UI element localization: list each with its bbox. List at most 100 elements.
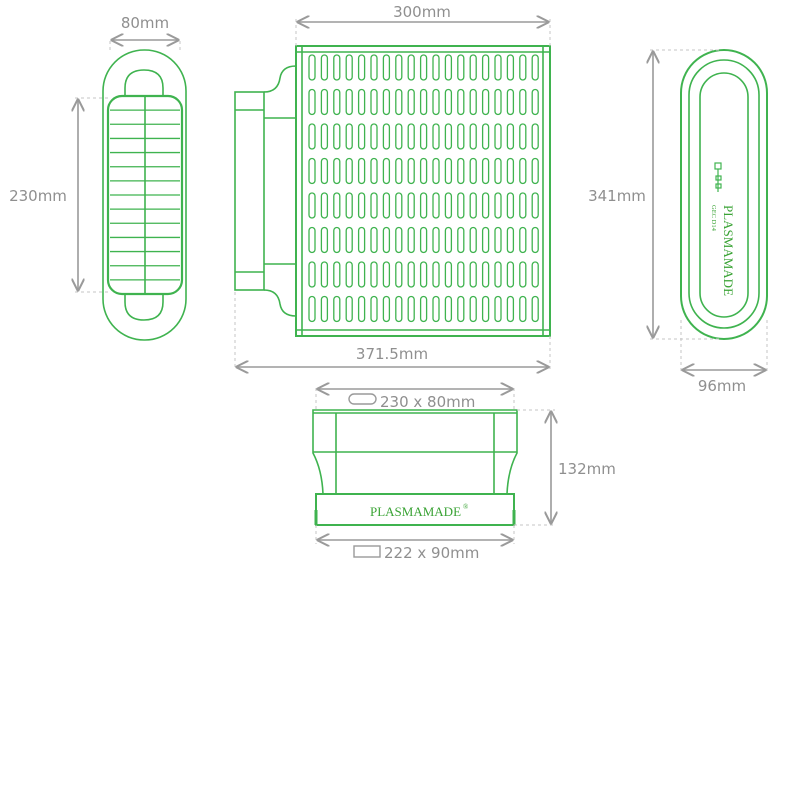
slot [357,54,366,81]
slot [481,123,490,150]
slot [481,226,490,254]
slot [444,295,453,323]
slot [457,295,465,323]
slot [333,157,341,185]
slot [519,226,527,254]
slot [494,157,502,185]
top-view [312,409,518,526]
slot [519,157,527,185]
slot [308,226,316,254]
slot [395,123,403,150]
slot [432,192,440,219]
slot [382,157,391,185]
slot [382,54,391,81]
slot [370,157,378,185]
slot [370,295,378,323]
slot [444,192,453,219]
side-view-branding: PLASMAMADE GEC D14 [710,205,736,296]
end-view-bottom-arch [124,294,164,321]
slot [357,226,366,254]
slot [370,54,378,81]
slot [494,54,502,81]
front-view-body [295,45,551,337]
slot [419,226,428,254]
slot [457,88,465,116]
slot [345,54,353,81]
slot [407,157,415,185]
slot [494,88,502,116]
slot [407,226,415,254]
slot [370,261,378,288]
slot [506,123,515,150]
slot [432,54,440,81]
slot [308,261,316,288]
slot [333,88,341,116]
slot [395,226,403,254]
slot [444,157,453,185]
slot [320,295,329,323]
slot [469,192,477,219]
slot [382,295,391,323]
slot [308,157,316,185]
end-view-grille-slats [110,109,180,281]
slot [457,157,465,185]
slot [395,261,403,288]
slot [531,123,539,150]
slot [432,157,440,185]
top-view-base [315,493,515,526]
side-height-label: 341mm [588,187,646,205]
slot [444,123,453,150]
slot [469,261,477,288]
slot [407,295,415,323]
slot [345,226,353,254]
slot [494,123,502,150]
slot [519,88,527,116]
slot [506,157,515,185]
slot [407,54,415,81]
slot [444,226,453,254]
end-height-label: 230mm [9,187,67,205]
slot [320,261,329,288]
slot [345,192,353,219]
slot [357,123,366,150]
slot [345,123,353,150]
slot [469,157,477,185]
spigot-top-label: 230 x 80mm [380,393,475,411]
slot [494,192,502,219]
slot [519,261,527,288]
slot [506,261,515,288]
slot [469,295,477,323]
slot [333,226,341,254]
side-view-panel [699,72,749,318]
end-view [102,49,187,341]
slot [320,157,329,185]
slot [481,192,490,219]
front-view-dimensions: 300mm 371.5mm [234,3,551,370]
slot [382,261,391,288]
slot [395,192,403,219]
slot [444,88,453,116]
side-view-dimensions: 341mm 96mm [588,49,768,395]
spigot-top-shape-icon [348,393,377,405]
slot [432,226,440,254]
side-view-outer-capsule [680,49,768,340]
slot [370,88,378,116]
slot [382,123,391,150]
slot [457,192,465,219]
slot [395,54,403,81]
slot [432,123,440,150]
slot [432,261,440,288]
slot [469,123,477,150]
end-width-label: 80mm [121,14,169,32]
slot [395,88,403,116]
slot [494,261,502,288]
slot [382,192,391,219]
slot [382,88,391,116]
spigot-bottom-shape-icon [353,545,381,558]
slot [481,157,490,185]
slot [457,226,465,254]
slot [320,123,329,150]
slot [308,123,316,150]
slot [419,192,428,219]
